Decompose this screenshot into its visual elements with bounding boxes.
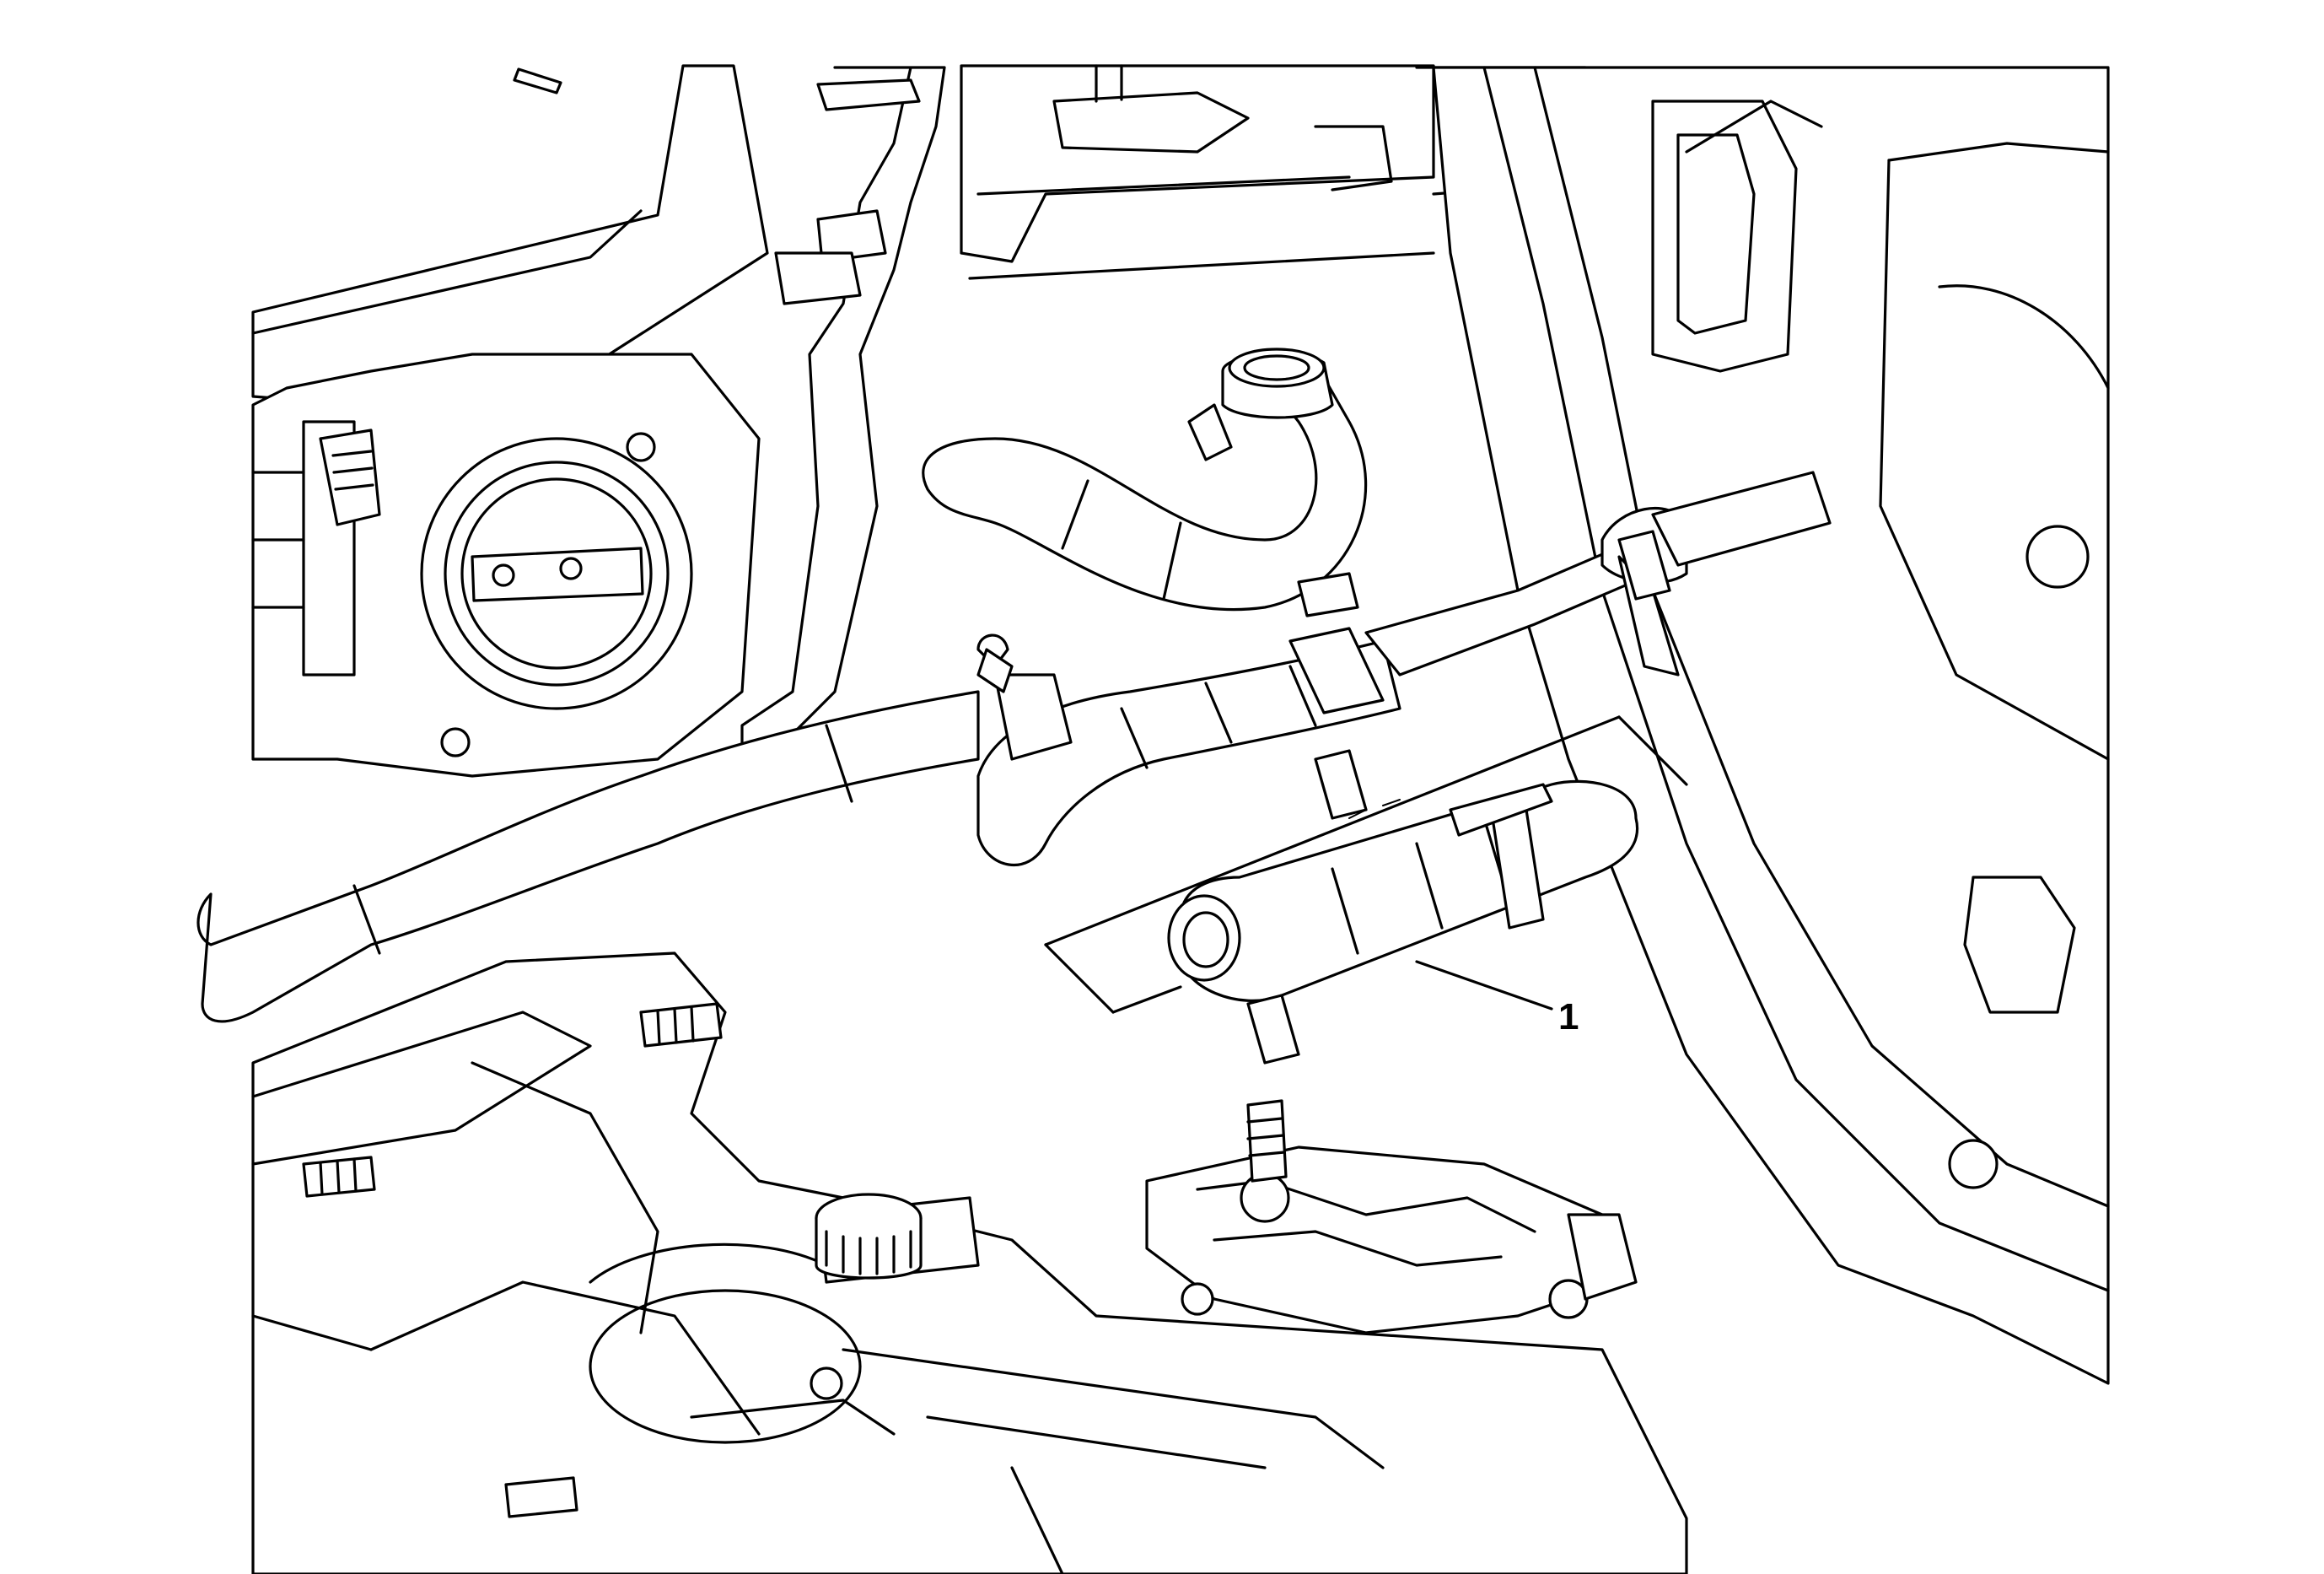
curved-hose-lower xyxy=(976,627,1401,867)
upper-hose xyxy=(740,66,946,778)
sensor-module xyxy=(1145,1099,1638,1334)
clips xyxy=(976,530,1671,820)
removed-hose xyxy=(1167,779,1639,1065)
reference-plane xyxy=(1044,715,1688,1014)
throttle-connector xyxy=(319,429,381,526)
callout-1-leader xyxy=(1415,960,1553,1011)
fill-cap xyxy=(815,1193,980,1284)
callout-1-label: 1 xyxy=(1558,996,1579,1038)
throttle-body xyxy=(251,353,761,778)
mounting-studs xyxy=(302,1002,1214,1518)
fender-right xyxy=(1432,66,2110,1385)
curved-hose-upper xyxy=(922,348,1368,612)
